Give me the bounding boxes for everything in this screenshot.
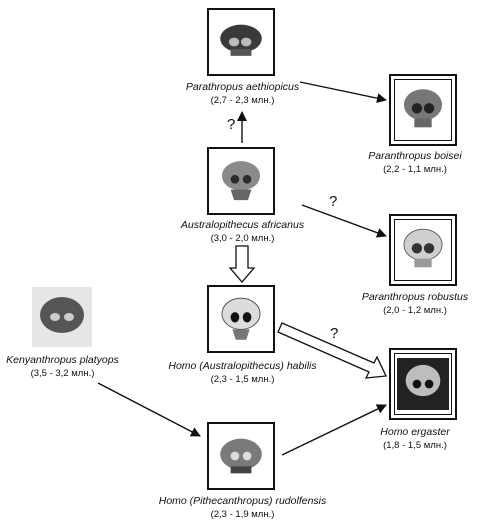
species-range: (3,0 - 2,0 млн.) — [210, 233, 275, 244]
skull-image-robustus — [397, 222, 449, 278]
species-name: Homo ergaster — [380, 426, 450, 438]
hollow-arrow-habilis-to-ergaster — [277, 322, 387, 379]
skull-image-aethiopicus — [215, 16, 267, 68]
frame-robustus — [389, 214, 457, 286]
species-range: (2,3 - 1,5 млн.) — [210, 374, 275, 385]
frame-ergaster — [389, 348, 457, 420]
species-name: Homo (Pithecanthropus) rudolfensis — [158, 495, 327, 507]
label-rudolfensis: Homo (Pithecanthropus) rudolfensis (2,3 … — [140, 495, 345, 521]
species-name: Paranthropus boisei — [368, 150, 462, 162]
species-range: (1,8 - 1,5 млн.) — [383, 440, 447, 451]
label-aethiopicus: Parathropus aethiopicus (2,7 - 2,3 млн.) — [160, 81, 325, 107]
skull-image-boisei — [397, 82, 449, 138]
question-mark-ergaster: ? — [330, 325, 339, 342]
species-name: Kenyanthropus platyops — [6, 354, 119, 366]
species-range: (2,7 - 2,3 млн.) — [210, 95, 275, 106]
label-habilis: Homo (Australopithecus) habilis (2,3 - 1… — [150, 360, 335, 386]
frame-rudolfensis — [207, 422, 275, 490]
label-africanus: Australopithecus africanus (3,0 - 2,0 мл… — [155, 219, 330, 245]
skull-image-platyops — [32, 287, 92, 347]
frame-boisei — [389, 74, 457, 146]
species-name: Australopithecus africanus — [180, 219, 305, 231]
arrow-africanus-to-robustus — [301, 204, 387, 238]
label-ergaster: Homo ergaster (1,8 - 1,5 млн.) — [355, 426, 475, 452]
species-range: (2,0 - 1,2 млн.) — [383, 305, 447, 316]
arrow-platyops-to-rudolfensis — [97, 382, 201, 437]
arrow-rudolfensis-to-ergaster — [281, 404, 387, 456]
label-platyops: Kenyanthropus platyops (3,5 - 3,2 млн.) — [0, 354, 125, 380]
frame-africanus — [207, 147, 275, 215]
species-name: Parathropus aethiopicus — [185, 81, 300, 93]
species-name: Paranthropus robustus — [361, 291, 469, 303]
skull-image-ergaster — [397, 356, 449, 412]
frame-platyops — [30, 285, 94, 349]
skull-image-africanus — [215, 155, 267, 207]
frame-aethiopicus — [207, 8, 275, 76]
frame-habilis — [207, 285, 275, 353]
species-range: (2,3 - 1,9 млн.) — [210, 509, 275, 520]
skull-image-habilis — [215, 293, 267, 345]
question-mark-aethiopicus: ? — [227, 116, 236, 133]
species-name: Homo (Australopithecus) habilis — [168, 360, 317, 372]
label-robustus: Paranthropus robustus (2,0 - 1,2 млн.) — [350, 291, 480, 317]
species-range: (2,2 - 1,1 млн.) — [383, 164, 447, 175]
label-boisei: Paranthropus boisei (2,2 - 1,1 млн.) — [350, 150, 480, 176]
question-mark-robustus: ? — [329, 193, 338, 210]
arrow-aethiopicus-to-boisei — [299, 81, 387, 104]
species-range: (3,5 - 3,2 млн.) — [30, 368, 95, 379]
skull-image-rudolfensis — [215, 430, 267, 482]
hollow-arrow-africanus-to-habilis — [228, 245, 256, 283]
